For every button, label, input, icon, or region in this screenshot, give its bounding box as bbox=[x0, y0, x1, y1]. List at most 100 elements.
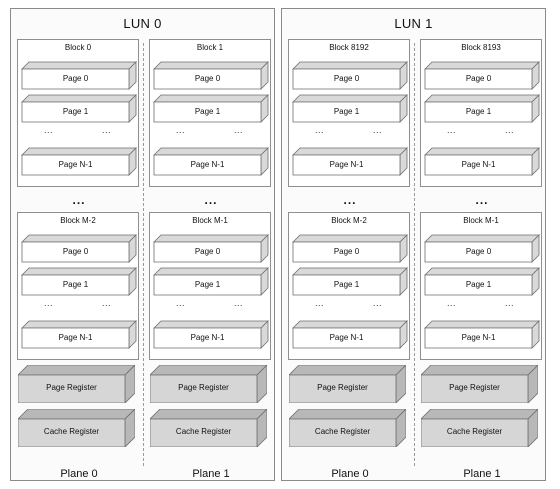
page-box: Page 1 bbox=[153, 267, 269, 296]
page-label: Page N-1 bbox=[58, 333, 93, 342]
ellipsis: ... bbox=[176, 125, 186, 135]
page-label: Page 1 bbox=[62, 280, 89, 289]
between-blocks-ellipsis: ... bbox=[72, 193, 86, 207]
page-label: Page 1 bbox=[194, 280, 221, 289]
between-blocks-ellipsis: ... bbox=[204, 193, 218, 207]
page-label: Page 0 bbox=[194, 247, 221, 256]
ellipsis: ... bbox=[44, 298, 54, 308]
page-box: Page 0 bbox=[292, 234, 408, 263]
page-box: Page 0 bbox=[21, 234, 137, 263]
plane-title: Plane 1 bbox=[463, 468, 501, 480]
page-label: Page 0 bbox=[465, 247, 492, 256]
page-box: Page 0 bbox=[21, 61, 137, 90]
page-label: Page 1 bbox=[333, 280, 360, 289]
plane: Block 1 Page 0 Page 1 Page N-1...... Block M… bbox=[147, 39, 275, 485]
page-box: Page N-1 bbox=[424, 147, 540, 176]
page-label: Page 1 bbox=[465, 107, 492, 116]
ellipsis: ... bbox=[505, 125, 515, 135]
page-box: Page N-1 bbox=[292, 320, 408, 349]
page-label: Page 1 bbox=[62, 107, 89, 116]
page-label: Page 1 bbox=[465, 280, 492, 289]
ellipsis: ... bbox=[234, 298, 244, 308]
page-box: Page 0 bbox=[424, 61, 540, 90]
page-box: Page 1 bbox=[292, 94, 408, 123]
page-box: Page N-1 bbox=[21, 320, 137, 349]
lun-title: LUN 1 bbox=[394, 16, 433, 31]
page-box: Page 1 bbox=[153, 94, 269, 123]
ellipsis: ... bbox=[447, 125, 457, 135]
ellipsis: ... bbox=[315, 125, 325, 135]
ellipsis: ... bbox=[373, 125, 383, 135]
cache-register-label: Cache Register bbox=[43, 427, 100, 436]
block-title: Block M-2 bbox=[60, 216, 96, 225]
page-register-label: Page Register bbox=[46, 383, 97, 392]
block-title: Block 0 bbox=[64, 43, 92, 52]
page-box: Page N-1 bbox=[21, 147, 137, 176]
page-box: Page 0 bbox=[153, 61, 269, 90]
register-box: Cache Register bbox=[289, 409, 406, 447]
page-label: Page N-1 bbox=[461, 333, 496, 342]
block-title: Block M-1 bbox=[192, 216, 228, 225]
page-label: Page N-1 bbox=[58, 160, 93, 169]
register-box: Cache Register bbox=[150, 409, 267, 447]
page-label: Page N-1 bbox=[190, 160, 225, 169]
page-box: Page N-1 bbox=[292, 147, 408, 176]
page-box: Page N-1 bbox=[153, 147, 269, 176]
page-box: Page N-1 bbox=[424, 320, 540, 349]
page-label: Page N-1 bbox=[461, 160, 496, 169]
lun-title: LUN 0 bbox=[123, 16, 162, 31]
page-label: Page 0 bbox=[333, 247, 360, 256]
ellipsis: ... bbox=[315, 298, 325, 308]
page-box: Page 0 bbox=[292, 61, 408, 90]
block-title: Block M-1 bbox=[463, 216, 499, 225]
plane-title: Plane 0 bbox=[331, 468, 369, 480]
plane: Block 0 Page 0 Page 1 Page N-1...... Block M… bbox=[15, 39, 143, 485]
register-box: Cache Register bbox=[18, 409, 135, 447]
page-register-label: Page Register bbox=[317, 383, 368, 392]
page-box: Page 0 bbox=[153, 234, 269, 263]
ellipsis: ... bbox=[505, 298, 515, 308]
page-label: Page 0 bbox=[465, 74, 492, 83]
page-box: Page 1 bbox=[21, 267, 137, 296]
page-label: Page 0 bbox=[333, 74, 360, 83]
ellipsis: ... bbox=[44, 125, 54, 135]
ellipsis: ... bbox=[234, 125, 244, 135]
plane-title: Plane 0 bbox=[60, 468, 98, 480]
register-box: Page Register bbox=[421, 365, 538, 403]
page-register-label: Page Register bbox=[449, 383, 500, 392]
page-box: Page 1 bbox=[424, 267, 540, 296]
page-box: Page N-1 bbox=[153, 320, 269, 349]
register-box: Page Register bbox=[289, 365, 406, 403]
between-blocks-ellipsis: ... bbox=[475, 193, 489, 207]
ellipsis: ... bbox=[447, 298, 457, 308]
block-title: Block 8192 bbox=[329, 43, 369, 52]
register-box: Page Register bbox=[150, 365, 267, 403]
page-label: Page 0 bbox=[62, 74, 89, 83]
block-title: Block 8193 bbox=[461, 43, 501, 52]
page-label: Page 1 bbox=[333, 107, 360, 116]
page-label: Page N-1 bbox=[329, 160, 364, 169]
between-blocks-ellipsis: ... bbox=[343, 193, 357, 207]
page-label: Page N-1 bbox=[190, 333, 225, 342]
page-label: Page 1 bbox=[194, 107, 221, 116]
cache-register-label: Cache Register bbox=[314, 427, 371, 436]
plane-title: Plane 1 bbox=[192, 468, 230, 480]
block: Block 1 Page 0 Page 1 Page N-1...... bbox=[149, 39, 271, 187]
plane-divider bbox=[143, 43, 144, 466]
page-label: Page 0 bbox=[194, 74, 221, 83]
register-box: Cache Register bbox=[421, 409, 538, 447]
ellipsis: ... bbox=[373, 298, 383, 308]
block-title: Block M-2 bbox=[331, 216, 367, 225]
page-box: Page 1 bbox=[292, 267, 408, 296]
block-title: Block 1 bbox=[196, 43, 224, 52]
